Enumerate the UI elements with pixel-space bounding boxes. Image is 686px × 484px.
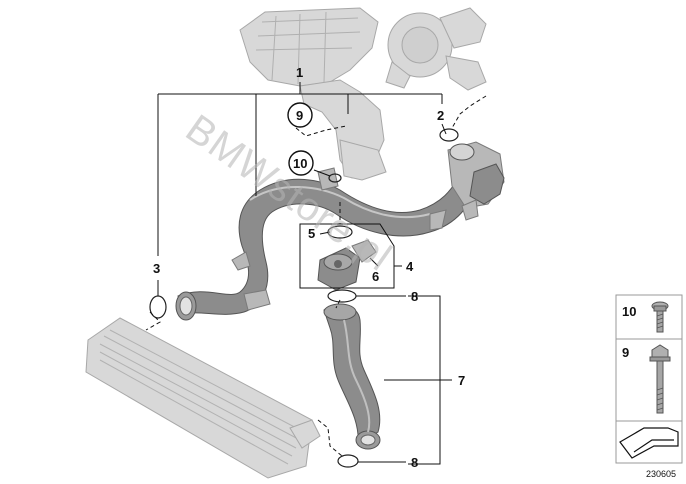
callout-8-upper: 8 — [411, 289, 418, 304]
dashed-connections — [145, 95, 487, 457]
legend-number-9: 9 — [622, 345, 629, 360]
leader-lines — [157, 82, 452, 465]
callout-10: 10 — [293, 156, 307, 171]
arrow-icon — [619, 427, 679, 459]
callout-circle-10 — [288, 150, 314, 176]
connector-assembly — [317, 239, 377, 291]
legend-box-9 — [615, 338, 683, 422]
intercooler-ghost — [85, 317, 321, 479]
callout-6: 6 — [372, 269, 379, 284]
callout-8-lower: 8 — [411, 455, 418, 470]
legend-number-10: 10 — [622, 304, 636, 319]
callout-3: 3 — [153, 261, 160, 276]
bolt-icon — [649, 344, 671, 414]
charge-air-hose-lower — [323, 303, 381, 450]
intake-manifold-ghost — [239, 7, 387, 181]
callout-7: 7 — [458, 373, 465, 388]
callout-4: 4 — [406, 259, 414, 274]
screw-icon — [651, 301, 669, 333]
callout-9: 9 — [296, 108, 303, 123]
callout-1: 1 — [296, 65, 303, 80]
turbocharger-ghost — [385, 7, 487, 91]
fastener-legend: 10 9 — [615, 294, 683, 464]
callout-circle-9 — [287, 102, 313, 128]
callout-5: 5 — [308, 226, 315, 241]
legend-box-10 — [615, 294, 683, 340]
callout-2: 2 — [437, 108, 444, 123]
diagram-id: 230605 — [646, 469, 676, 479]
charge-air-hose-upper — [175, 141, 505, 321]
